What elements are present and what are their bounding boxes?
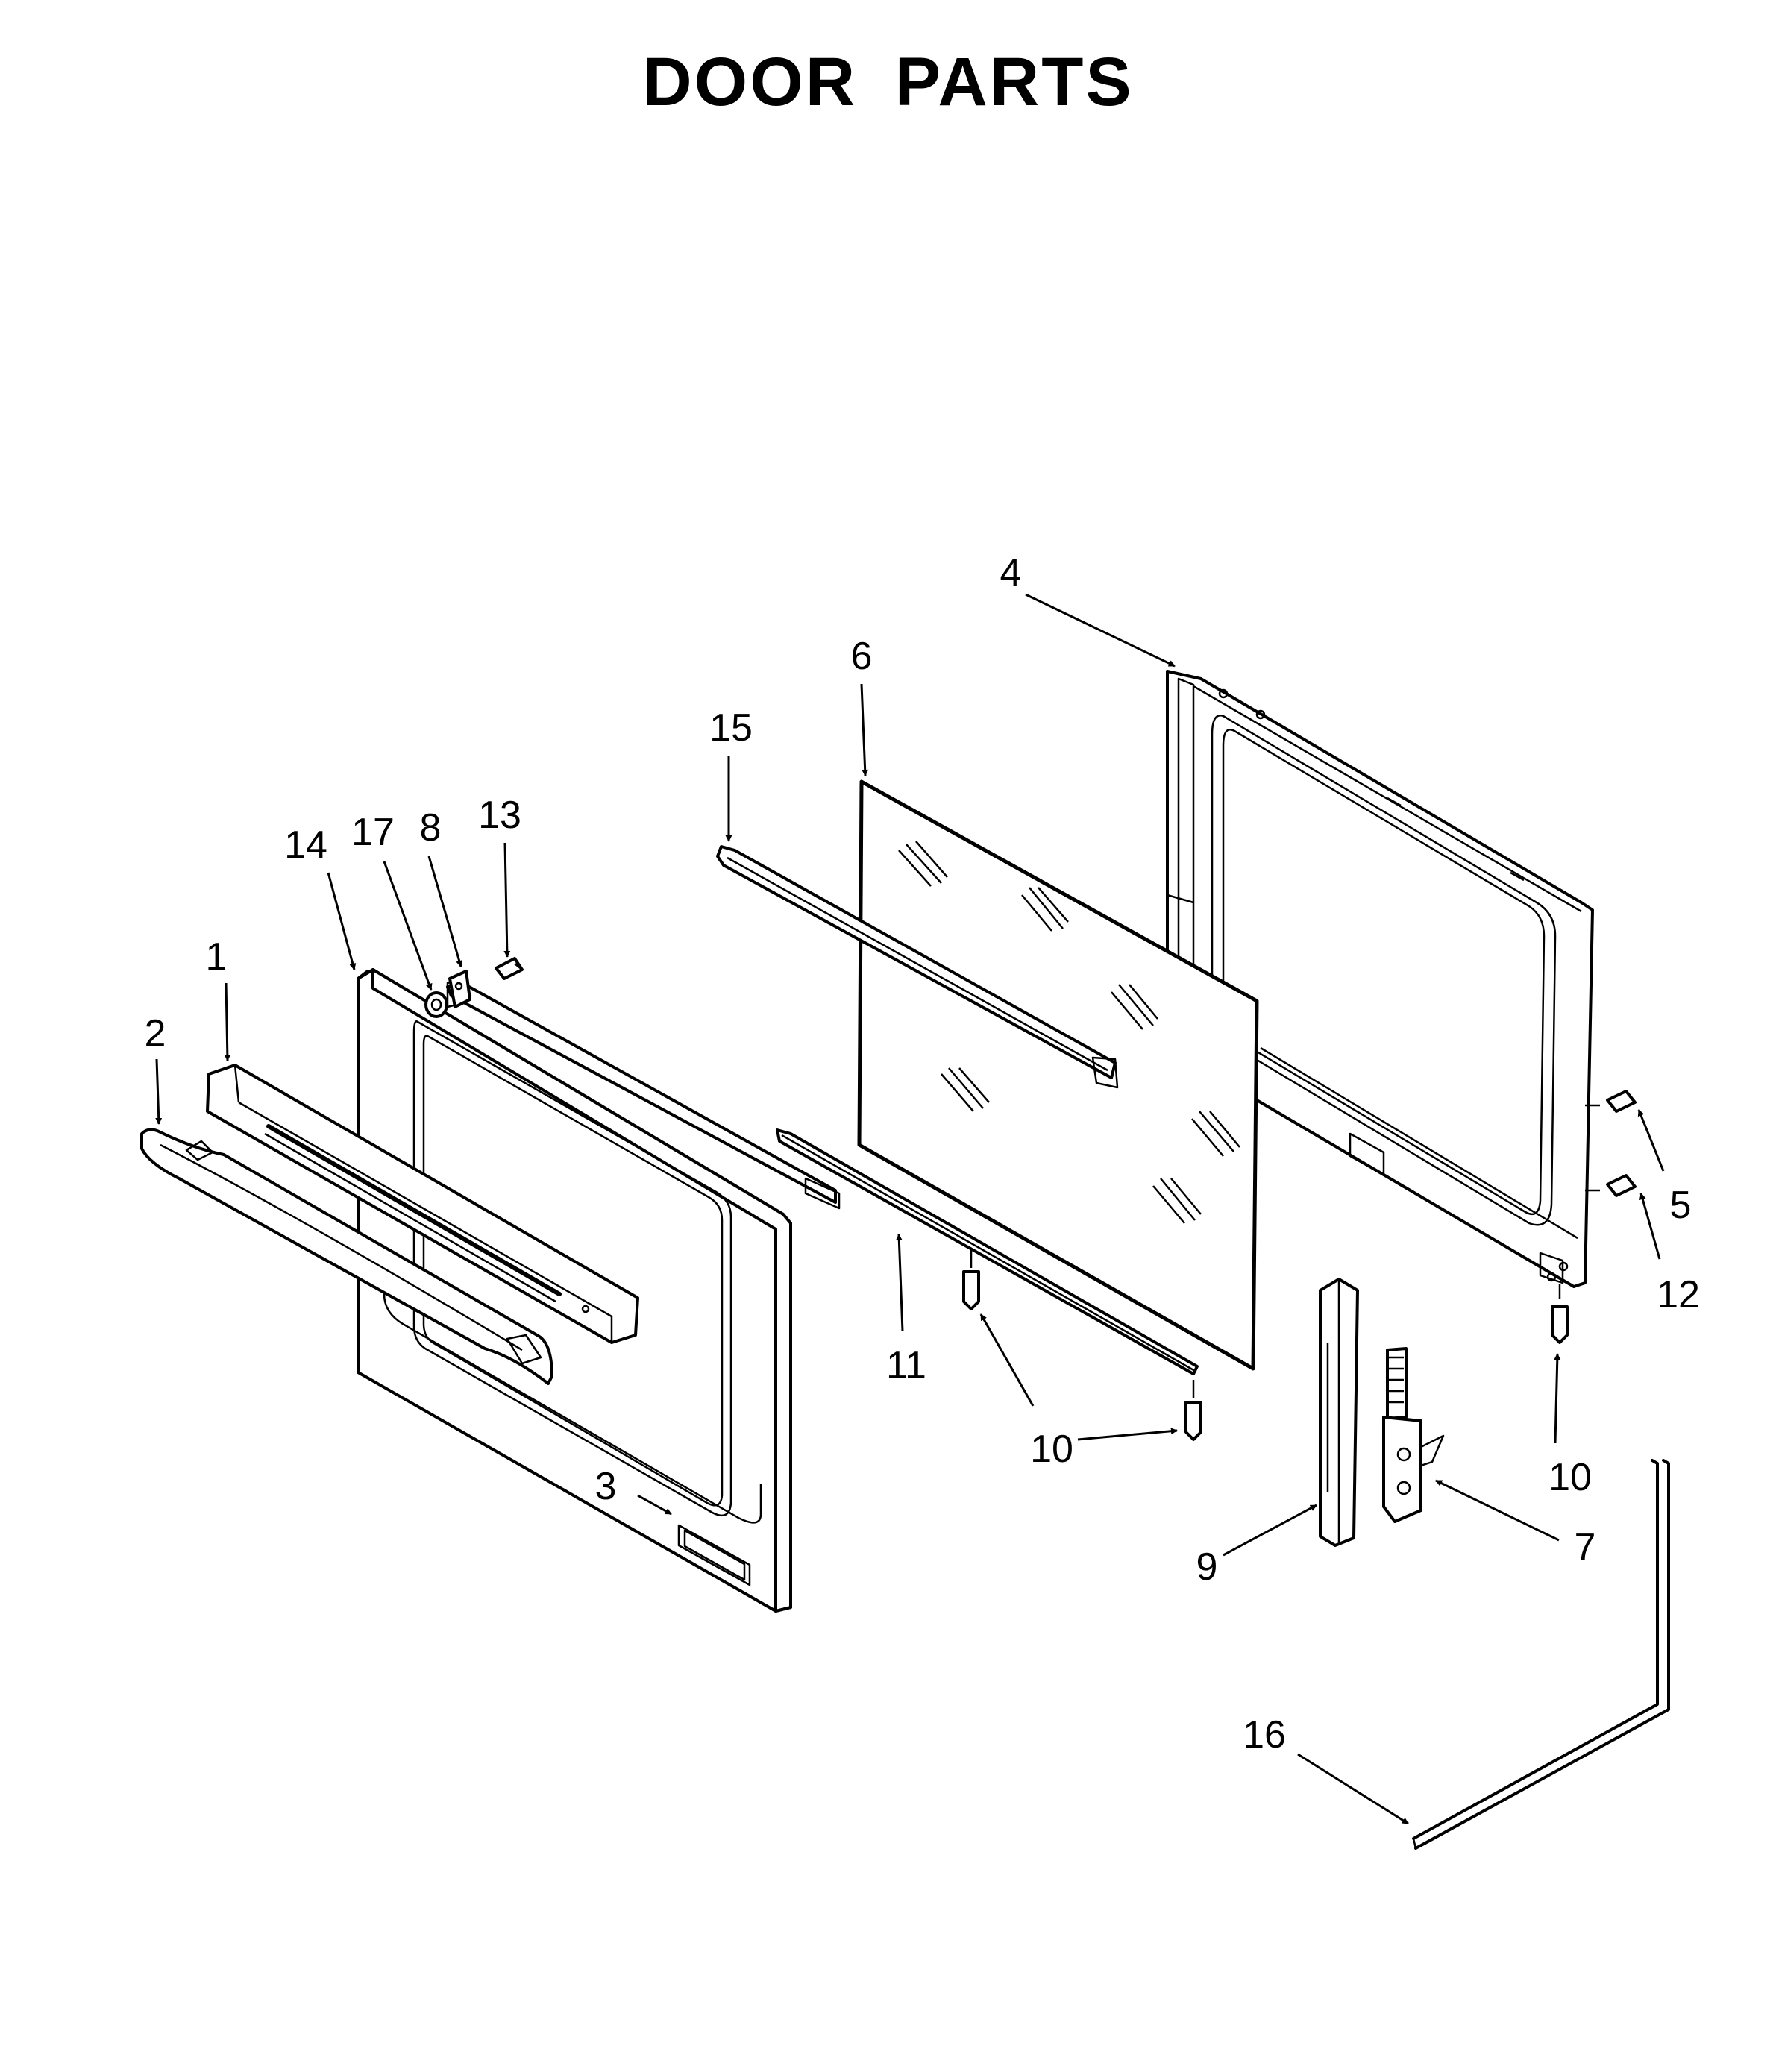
callout-10-b: 10 — [1548, 1456, 1592, 1499]
top-glass-channel-part — [716, 845, 1119, 1089]
side-bracket-part — [448, 970, 471, 1008]
callout-numbers: 4 6 15 13 8 17 14 1 2 3 11 10 10 7 9 5 1… — [145, 551, 1700, 1757]
screw-part-5 — [1585, 1090, 1637, 1113]
callout-2: 2 — [145, 1012, 166, 1055]
screw-part-10-c — [1551, 1284, 1569, 1344]
callout-17: 17 — [351, 811, 395, 854]
door-handle-part — [140, 1128, 553, 1385]
screw-part-10-a — [962, 1249, 980, 1310]
page-title: DOOR PARTS — [642, 44, 1134, 120]
callout-16: 16 — [1243, 1713, 1286, 1757]
callout-11: 11 — [886, 1344, 926, 1387]
door-gasket-part — [1412, 1459, 1670, 1850]
callout-14: 14 — [284, 823, 327, 867]
door-glass-part — [857, 779, 1259, 1371]
screw-part-12 — [1585, 1174, 1637, 1197]
door-hinge-part — [1382, 1347, 1445, 1523]
callout-12: 12 — [1657, 1273, 1700, 1316]
callout-9: 9 — [1196, 1545, 1218, 1589]
callout-7: 7 — [1575, 1526, 1596, 1569]
callout-3: 3 — [595, 1465, 617, 1508]
callout-4: 4 — [1000, 551, 1022, 594]
callout-leaders — [155, 593, 1665, 1825]
callout-1: 1 — [206, 935, 228, 979]
bottom-glass-channel-part — [776, 1128, 1199, 1375]
screw-part-10-b — [1184, 1380, 1202, 1441]
callout-5: 5 — [1670, 1184, 1692, 1227]
grommet-part — [424, 991, 448, 1018]
callout-6: 6 — [851, 635, 873, 678]
vent-trim-part — [206, 1064, 639, 1344]
callout-8: 8 — [420, 806, 442, 850]
screw-part-13 — [495, 957, 524, 980]
hinge-receiver-part — [1319, 1278, 1359, 1547]
callout-13: 13 — [478, 794, 521, 837]
callout-15: 15 — [709, 706, 753, 750]
callout-10-a: 10 — [1030, 1428, 1073, 1471]
